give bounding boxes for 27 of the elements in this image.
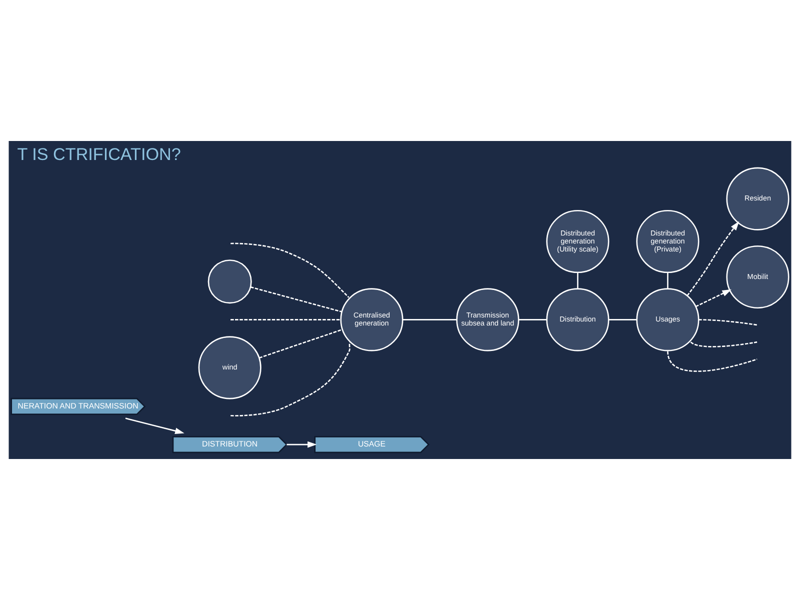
connector (230, 242, 350, 298)
connector (667, 351, 758, 372)
arrow (286, 441, 317, 448)
node-circle (208, 260, 252, 304)
node-circle: Mobilit (726, 245, 790, 309)
connector (402, 319, 457, 320)
connector (230, 342, 351, 416)
connector (690, 341, 758, 348)
connector (608, 319, 637, 320)
node-circle: Usages (636, 288, 700, 352)
connector (250, 286, 342, 312)
arrow (686, 221, 740, 296)
node-circle: Transmission subsea and land (456, 288, 520, 352)
node-circle: Distributed generation (Utility scale) (546, 210, 610, 274)
connector (577, 272, 578, 289)
connector (230, 319, 340, 320)
node-circle: wind (198, 336, 262, 400)
arrow (125, 418, 184, 434)
node-circle: Distribution (546, 288, 610, 352)
connector (667, 272, 668, 289)
diagram-title: T IS CTRIFICATION? (17, 144, 181, 164)
connector (518, 319, 547, 320)
node-circle: Distributed generation (Private) (636, 210, 700, 274)
connector (698, 319, 758, 326)
connector (259, 328, 343, 358)
arrow (695, 289, 732, 308)
node-circle: Centralised generation (340, 288, 404, 352)
